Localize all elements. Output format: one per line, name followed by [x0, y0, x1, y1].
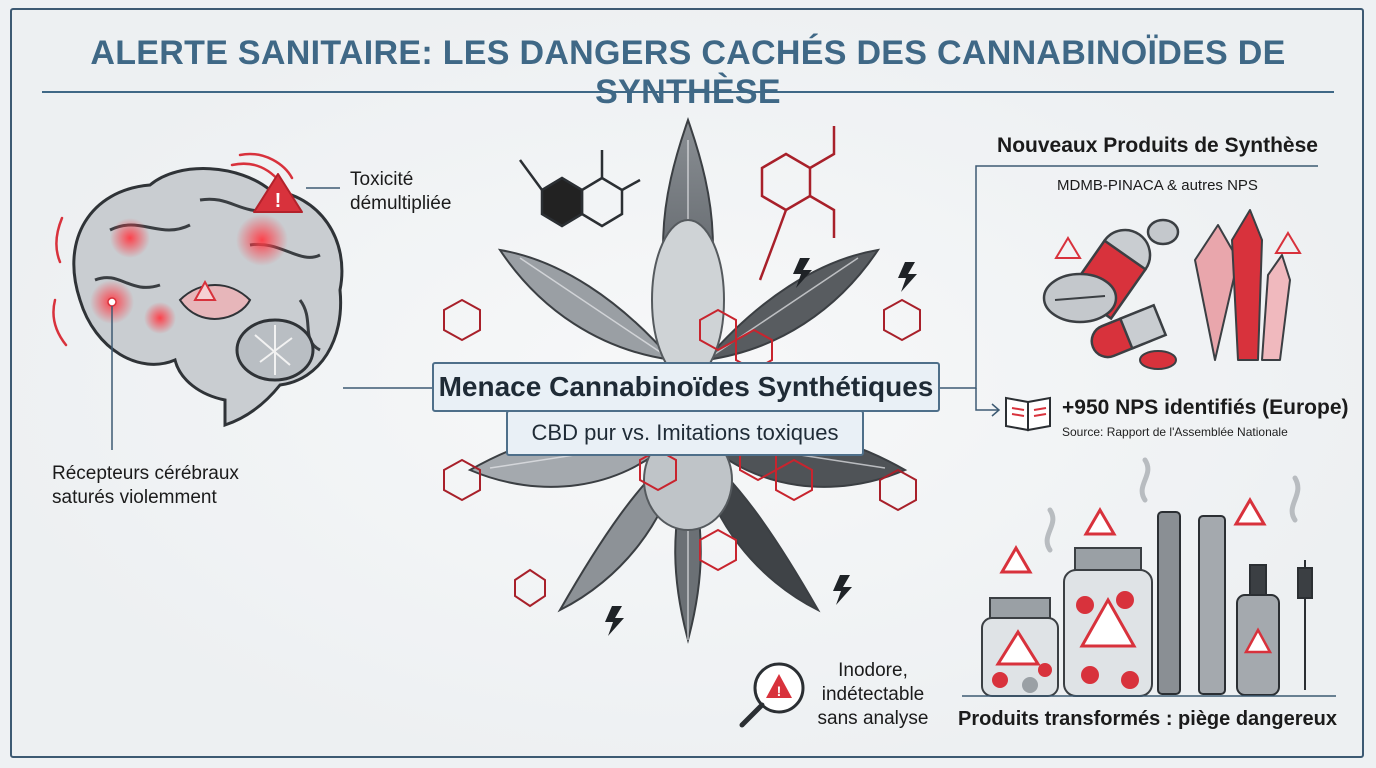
warning-icon: ! [253, 173, 303, 213]
pills-icon [1042, 218, 1180, 370]
chemical-structure-icon [758, 126, 836, 281]
center-subline: CBD pur vs. Imitations toxiques [531, 420, 839, 445]
nps-subtitle: MDMB-PINACA & autres NPS [1057, 177, 1258, 194]
center-subline-box: CBD pur vs. Imitations toxiques [506, 410, 864, 456]
svg-text:!: ! [777, 683, 782, 699]
vape-pen-icon [1157, 511, 1226, 695]
gummy-jar-icon [981, 597, 1059, 697]
toxicity-line-2: démultipliée [350, 193, 452, 214]
receptors-line-2: saturés violemment [52, 487, 217, 508]
receptors-line-1: Récepteurs cérébraux [52, 463, 239, 484]
book-icon [1005, 396, 1051, 432]
magnifier-warning-icon: ! [739, 662, 805, 728]
center-headline-box: Menace Cannabinoïdes Synthétiques [432, 362, 940, 412]
products-caption: Produits transformés : piège dangereux [958, 708, 1337, 730]
nps-source: Source: Rapport de l'Assemblée Nationale [1062, 425, 1288, 439]
detection-line-2: indétectable [821, 684, 925, 705]
page-title: ALERTE SANITAIRE: LES DANGERS CACHÉS DES… [90, 34, 1286, 111]
svg-text:!: ! [275, 190, 282, 212]
smoke-icon [1044, 457, 1301, 553]
crystal-icon [1194, 209, 1291, 361]
toxicity-label: Toxicité démultipliée [350, 168, 451, 216]
chemical-structure-icon [518, 150, 641, 228]
detection-line-1: Inodore, [838, 660, 908, 681]
warning-icon [1054, 231, 1302, 259]
lightning-icon [605, 258, 917, 636]
toxicity-line-1: Toxicité [350, 169, 414, 190]
nps-count: +950 NPS identifiés (Europe) [1062, 396, 1349, 419]
nps-title: Nouveaux Produits de Synthèse [997, 134, 1318, 157]
title-divider [42, 91, 1334, 93]
detection-line-3: sans analyse [817, 708, 929, 729]
chemical-structure-icon [443, 298, 921, 608]
detection-label: Inodore, indétectable sans analyse [808, 659, 938, 731]
gummy-jar-icon [1063, 547, 1153, 697]
warning-icon [999, 497, 1267, 574]
receptors-label: Récepteurs cérébraux saturés violemment [52, 462, 239, 510]
center-headline: Menace Cannabinoïdes Synthétiques [438, 371, 934, 402]
brain-icon [52, 152, 344, 428]
dropper-bottle-icon [1236, 560, 1313, 696]
